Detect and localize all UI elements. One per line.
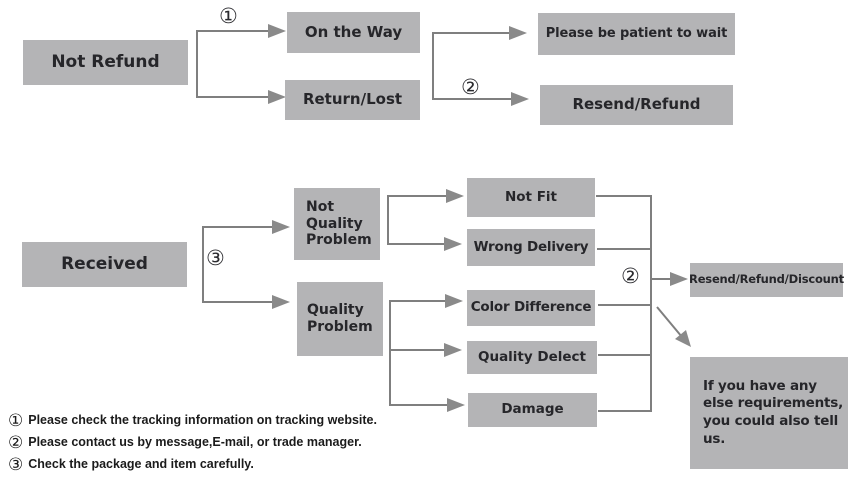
node-on-the-way: On the Way	[287, 12, 420, 53]
node-quality-problem: Quality Problem	[297, 282, 383, 356]
footnote-3-circled-number: ③	[8, 455, 24, 474]
step1-circled-label: ①	[219, 4, 238, 28]
footnote-1-text: Please check the tracking information on…	[28, 413, 377, 427]
node-not-refund: Not Refund	[23, 40, 188, 85]
footnote-1-circled-number: ①	[8, 411, 24, 430]
node-color-difference: Color Difference	[467, 290, 595, 326]
arrow-to-else-line	[656, 306, 683, 338]
collector-right	[596, 195, 652, 412]
footnotes: ① Please check the tracking information …	[8, 412, 377, 478]
bracket-received	[202, 226, 272, 303]
arrowheads	[268, 24, 691, 412]
node-wrong-delivery: Wrong Delivery	[467, 229, 595, 266]
node-resend-refund-discount: Resend/Refund/Discount	[689, 263, 844, 297]
step2-circled-label-top: ②	[461, 75, 480, 99]
node-damage: Damage	[468, 393, 597, 427]
footnote-2: ② Please contact us by message,E-mail, o…	[8, 434, 377, 451]
footnote-3: ③ Check the package and item carefully.	[8, 456, 377, 473]
node-not-quality-problem: Not Quality Problem	[294, 188, 380, 260]
node-received: Received	[22, 242, 187, 287]
node-please-wait: Please be patient to wait	[538, 13, 735, 55]
footnote-2-circled-number: ②	[8, 433, 24, 452]
bracket-top-right	[432, 32, 512, 100]
footnote-1: ① Please check the tracking information …	[8, 412, 377, 429]
footnote-3-text: Check the package and item carefully.	[28, 457, 254, 471]
node-quality-delect: Quality Delect	[467, 341, 597, 374]
footnote-2-text: Please contact us by message,E-mail, or …	[28, 435, 362, 449]
step3-circled-label: ③	[206, 246, 225, 270]
bracket-quality	[389, 300, 448, 406]
node-resend-refund: Resend/Refund	[540, 85, 733, 125]
node-not-fit: Not Fit	[467, 178, 595, 217]
node-else-requirements: If you have any else requirements, you c…	[690, 357, 848, 469]
bracket-not-refund	[196, 30, 270, 98]
step2-circled-label-mid: ②	[621, 264, 640, 288]
node-return-lost: Return/Lost	[285, 80, 420, 120]
bracket-not-quality	[387, 195, 447, 245]
